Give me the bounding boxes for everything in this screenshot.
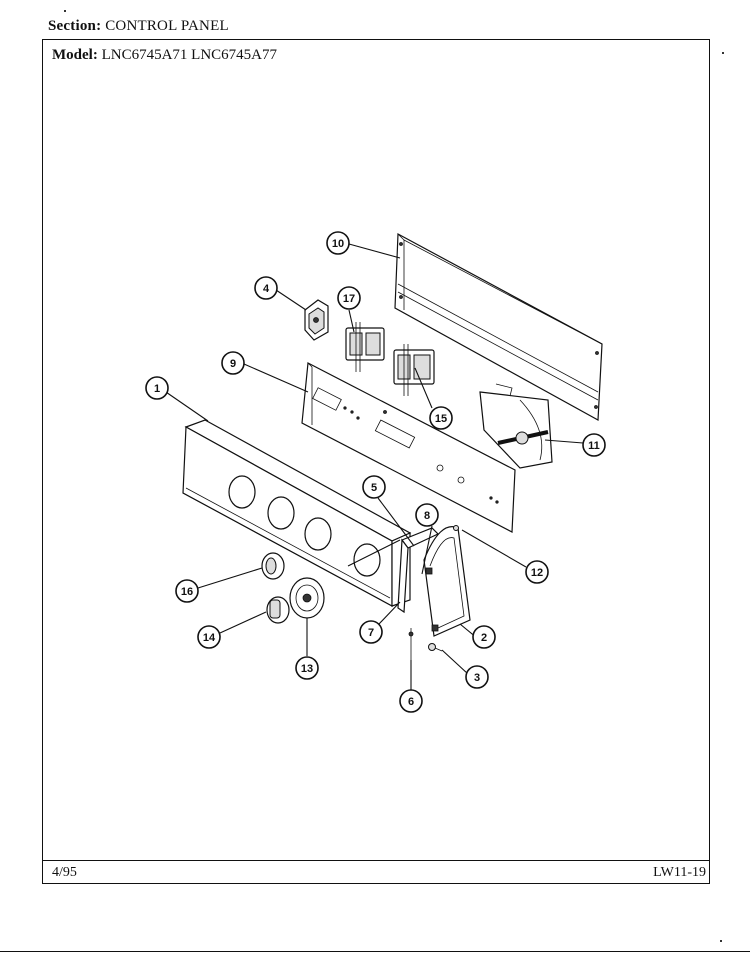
part-3-screw xyxy=(428,643,443,652)
callout-17: 17 xyxy=(337,286,361,310)
callout-10: 10 xyxy=(326,231,350,255)
model-label: Model: xyxy=(52,47,98,63)
section-header: Section: CONTROL PANEL xyxy=(48,18,229,35)
part-16-knob xyxy=(261,552,285,580)
part-2-end-cap xyxy=(423,526,471,637)
leader-lines xyxy=(162,243,584,690)
model-value: LNC6745A71 LNC6745A77 xyxy=(101,47,277,63)
svg-text:8: 8 xyxy=(424,510,430,522)
part-15-switch xyxy=(393,344,435,396)
svg-text:5: 5 xyxy=(371,482,377,494)
callout-2: 2 xyxy=(472,625,496,649)
callout-7: 7 xyxy=(359,620,383,644)
callout-8: 8 xyxy=(415,503,439,527)
callout-12: 12 xyxy=(525,560,549,584)
part-9-mounting-plate xyxy=(301,362,516,533)
callout-11: 11 xyxy=(582,433,606,457)
scan-speck xyxy=(64,10,66,12)
svg-text:13: 13 xyxy=(301,663,313,675)
callout-15: 15 xyxy=(429,406,453,430)
svg-text:3: 3 xyxy=(474,672,480,684)
callout-5: 5 xyxy=(362,475,386,499)
part-14-knob xyxy=(266,596,290,624)
svg-text:1: 1 xyxy=(154,383,160,395)
callout-3: 3 xyxy=(465,665,489,689)
callout-14: 14 xyxy=(197,625,221,649)
bottom-rule xyxy=(0,951,750,952)
svg-text:2: 2 xyxy=(481,632,487,644)
scan-speck xyxy=(722,52,724,54)
part-4-bracket xyxy=(304,299,329,341)
svg-text:10: 10 xyxy=(332,238,344,250)
callout-9: 9 xyxy=(221,351,245,375)
part-12-clip xyxy=(453,525,459,531)
section-label: Section: xyxy=(48,18,102,34)
part-5-endcap-strip xyxy=(397,527,440,614)
diagram-frame xyxy=(42,39,710,884)
svg-text:12: 12 xyxy=(531,567,543,579)
part-17-switch xyxy=(345,322,385,372)
footer-divider xyxy=(42,860,710,861)
svg-text:11: 11 xyxy=(588,440,600,452)
svg-text:7: 7 xyxy=(368,627,374,639)
footer-page-code: LW11-19 xyxy=(653,865,706,880)
callout-4: 4 xyxy=(254,276,278,300)
callout-1: 1 xyxy=(145,376,169,400)
svg-text:14: 14 xyxy=(203,632,216,644)
model-header: Model: LNC6745A71 LNC6745A77 xyxy=(52,47,277,64)
svg-text:17: 17 xyxy=(343,293,355,305)
footer-date: 4/95 xyxy=(52,865,77,880)
callout-16: 16 xyxy=(175,579,199,603)
callout-13: 13 xyxy=(295,656,319,680)
part-6-screw xyxy=(408,628,414,660)
svg-text:9: 9 xyxy=(230,358,236,370)
svg-text:15: 15 xyxy=(435,413,447,425)
svg-text:4: 4 xyxy=(263,283,270,295)
callout-6: 6 xyxy=(399,689,423,713)
part-10-back-panel xyxy=(394,233,603,421)
part-13-dial xyxy=(289,577,325,619)
scan-speck xyxy=(720,940,722,942)
svg-text:16: 16 xyxy=(181,586,193,598)
part-11-timer xyxy=(479,383,553,469)
svg-text:6: 6 xyxy=(408,696,414,708)
section-value: CONTROL PANEL xyxy=(105,18,229,34)
